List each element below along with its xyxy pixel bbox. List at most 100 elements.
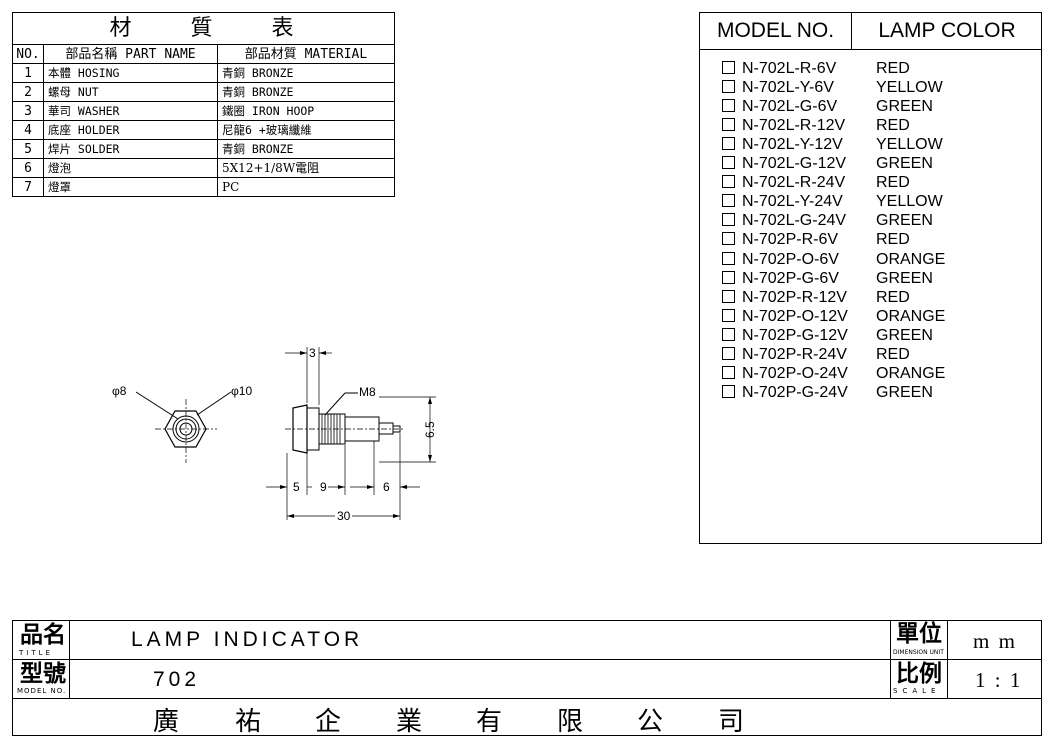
- lamp-color: YELLOW: [876, 79, 943, 97]
- model-number: N-702L-Y-24V: [742, 193, 843, 211]
- table-row: 5 焊片 SOLDER 青銅 BRONZE: [12, 139, 395, 159]
- model-number: N-702L-G-12V: [742, 155, 847, 173]
- model-number: N-702P-O-6V: [742, 250, 839, 268]
- model-number: N-702P-O-24V: [742, 364, 848, 382]
- row-part: 本體 HOSING: [43, 63, 218, 83]
- company-char: 廣: [153, 707, 180, 737]
- lamp-color: GREEN: [876, 212, 933, 230]
- row-part: 螺母 NUT: [43, 82, 218, 102]
- lamp-color: GREEN: [876, 269, 933, 287]
- model-sublabel: MODEL NO.: [17, 687, 67, 695]
- model-checkbox[interactable]: [722, 270, 735, 284]
- dim-m8: M8: [359, 385, 376, 399]
- model-number: N-702P-O-12V: [742, 307, 848, 325]
- company-char: 祐: [235, 707, 262, 737]
- model-checkbox[interactable]: [722, 365, 735, 379]
- lamp-color: RED: [876, 60, 910, 77]
- lamp-color: YELLOW: [876, 136, 943, 154]
- materials-title: 材 質 表: [12, 12, 395, 45]
- unit-label: 單位: [896, 621, 942, 647]
- model-number: N-702P-R-6V: [742, 231, 839, 249]
- lamp-color: GREEN: [876, 98, 933, 116]
- unit-sublabel: DIMENSION UNIT: [893, 649, 944, 656]
- model-checkbox[interactable]: [722, 384, 735, 398]
- row-no: 7: [12, 177, 44, 197]
- model-checkbox[interactable]: [722, 194, 735, 208]
- model-checkbox[interactable]: [722, 99, 735, 113]
- lamp-color: RED: [876, 174, 910, 192]
- technical-drawing: φ8 φ10 3 M8 6.5 5 9 6 30: [112, 346, 437, 523]
- scale-label: 比例: [896, 661, 942, 687]
- row-part: 華司 WASHER: [43, 101, 218, 121]
- model-checkbox[interactable]: [722, 80, 735, 94]
- lamp-color: RED: [876, 231, 910, 249]
- table-row: 3 華司 WASHER 鐵圈 IRON HOOP: [12, 101, 395, 121]
- model-checkbox[interactable]: [722, 61, 735, 74]
- model-checkbox[interactable]: [722, 156, 735, 170]
- model-number: N-702L-G-6V: [742, 98, 838, 116]
- title-value: LAMP INDICATOR: [131, 628, 364, 651]
- company-char: 業: [396, 707, 423, 737]
- model-number: N-702L-Y-6V: [742, 79, 834, 97]
- lamp-color: GREEN: [876, 383, 933, 401]
- model-checkbox[interactable]: [722, 251, 735, 265]
- lamp-color: YELLOW: [876, 193, 943, 211]
- row-material: 青銅 BRONZE: [217, 63, 395, 83]
- model-number: N-702P-R-24V: [742, 345, 847, 363]
- dimension-arrows: [280, 351, 432, 518]
- company-char: 企: [315, 707, 342, 737]
- row-material: 青銅 BRONZE: [217, 139, 395, 159]
- dim-30: 30: [337, 509, 351, 523]
- model-number: N-702L-R-12V: [742, 117, 846, 135]
- scale-value: 1 : 1: [975, 668, 1023, 692]
- lamp-color: RED: [876, 288, 910, 306]
- model-number: N-702P-G-24V: [742, 383, 848, 401]
- row-no: 4: [12, 120, 44, 140]
- title-label: 品名: [20, 622, 66, 648]
- row-material: PC: [217, 177, 395, 197]
- front-view: [135, 391, 232, 463]
- row-part: 底座 HOLDER: [43, 120, 218, 140]
- model-number: N-702L-R-6V: [742, 60, 837, 77]
- row-material: 鐵圈 IRON HOOP: [217, 101, 395, 121]
- row-material: 5X12+1/8W電阻: [217, 158, 395, 178]
- model-number: N-702P-G-12V: [742, 326, 848, 344]
- model-checkbox[interactable]: [722, 175, 735, 189]
- model-label: 型號: [20, 661, 66, 687]
- model-checkbox[interactable]: [722, 346, 735, 360]
- model-checkbox[interactable]: [722, 289, 735, 303]
- model-checkbox[interactable]: [722, 213, 735, 227]
- model-number: N-702P-G-6V: [742, 269, 839, 287]
- side-view: [285, 392, 405, 454]
- dim-9: 9: [320, 480, 327, 494]
- materials-table: 材 質 表 NO. 部品名稱 PART NAME 部品材質 MATERIAL 1…: [12, 12, 395, 197]
- header-lamp-color: LAMP COLOR: [878, 19, 1016, 42]
- lamp-color: ORANGE: [876, 364, 946, 382]
- dim-6: 6: [383, 480, 390, 494]
- unit-value: m m: [973, 629, 1017, 653]
- row-no: 3: [12, 101, 44, 121]
- model-number: N-702L-R-24V: [742, 174, 846, 192]
- row-no: 6: [12, 158, 44, 178]
- model-number: N-702L-G-24V: [742, 212, 847, 230]
- model-checkbox[interactable]: [722, 232, 735, 246]
- table-row: 2 螺母 NUT 青銅 BRONZE: [12, 82, 395, 102]
- row-material: 尼龍6 +玻璃纖維: [217, 120, 395, 140]
- row-no: 5: [12, 139, 44, 159]
- model-checkbox[interactable]: [722, 137, 735, 151]
- model-checkbox[interactable]: [722, 327, 735, 341]
- table-row: 1 本體 HOSING 青銅 BRONZE: [12, 63, 395, 83]
- lamp-color: RED: [876, 345, 910, 363]
- model-value: 702: [153, 668, 201, 691]
- model-checkbox[interactable]: [722, 118, 735, 132]
- row-part: 焊片 SOLDER: [43, 139, 218, 159]
- scale-sublabel: SCALE: [893, 687, 941, 695]
- lamp-color: RED: [876, 117, 910, 135]
- company-char: 公: [637, 707, 664, 737]
- company-char: 限: [557, 707, 584, 737]
- lamp-color: ORANGE: [876, 250, 946, 268]
- row-part: 燈罩: [43, 177, 218, 197]
- model-checkbox[interactable]: [722, 308, 735, 322]
- row-no: 1: [12, 63, 44, 83]
